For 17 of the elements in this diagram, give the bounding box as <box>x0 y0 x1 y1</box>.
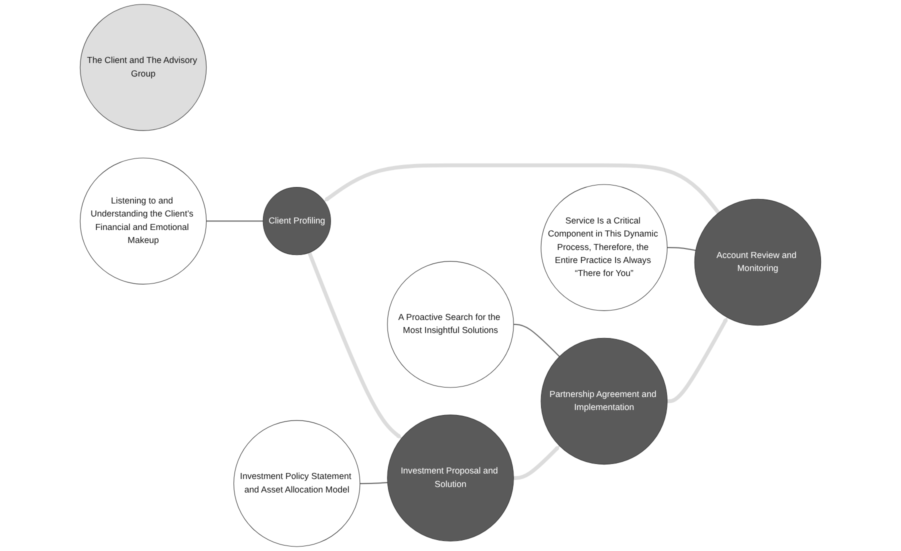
node-circle: Account Review and Monitoring <box>694 198 822 326</box>
node-circle: Client Profiling <box>262 187 331 256</box>
arrow <box>514 446 560 480</box>
connector <box>206 220 264 222</box>
node-circle: The Client and The Advisory Group <box>80 4 207 131</box>
node-circle: Listening to and Understanding the Client’s Financial and Emotional Makeup <box>80 158 207 284</box>
arrow <box>667 317 728 404</box>
connector <box>360 482 388 484</box>
node-circle: Investment Proposal and Solution <box>387 414 514 542</box>
arrow <box>324 163 720 214</box>
node-circle: A Proactive Search for the Most Insightful Solutions <box>387 261 514 388</box>
arrow <box>307 252 402 439</box>
node-circle: Partnership Agreement and Implementation <box>540 338 668 465</box>
node-circle: Service Is a Critical Component in This Dynamic Process, Therefore, the Entire Practice Is Always “There for You” <box>540 184 668 311</box>
connector <box>667 247 696 251</box>
connector <box>514 324 560 357</box>
node-circle: Investment Policy Statement and Asset Allocation Model <box>234 420 360 547</box>
